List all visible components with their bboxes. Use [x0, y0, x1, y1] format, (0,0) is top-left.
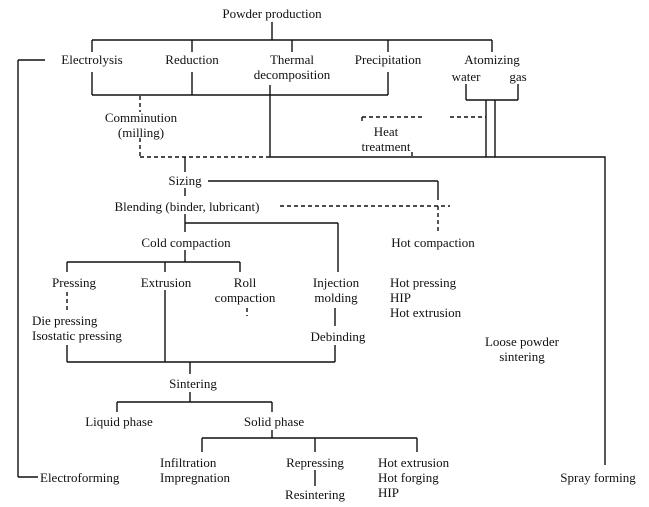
hot-compaction-label: Hot compaction — [391, 235, 475, 250]
reduction-label: Reduction — [165, 52, 219, 67]
electrolysis-label: Electrolysis — [61, 52, 123, 67]
connector — [494, 100, 606, 465]
liquid-phase-label: Liquid phase — [85, 414, 153, 429]
spray-forming-label: Spray forming — [560, 470, 636, 485]
loose-powder-sintering-label: Loose powder sintering — [484, 334, 559, 364]
electroforming-label: Electroforming — [40, 470, 120, 485]
solid-phase-label: Solid phase — [243, 414, 305, 429]
thermal-decomposition-label: Thermal decomposition — [253, 52, 331, 82]
gas-label: gas — [509, 69, 527, 84]
sintering-label: Sintering — [169, 376, 217, 391]
heat-treatment-label: Heat treatment — [361, 124, 411, 154]
resintering-label: Resintering — [285, 487, 345, 502]
die-isostatic-pressing-label: Die pressing Isostatic pressing — [32, 313, 122, 343]
debinding-label: Debinding — [310, 329, 366, 344]
water-label: water — [451, 69, 481, 84]
hot-compaction-methods-label: Hot pressing HIP Hot extrusion — [390, 275, 462, 320]
repressing-label: Repressing — [286, 455, 344, 470]
cold-compaction-label: Cold compaction — [141, 235, 231, 250]
powder-production-label: Powder production — [222, 6, 322, 21]
infiltration-impregnation-label: Infiltration Impregnation — [160, 455, 231, 485]
injection-molding-label: Injection molding — [312, 275, 360, 305]
comminution-label: Comminution (milling) — [104, 110, 178, 140]
hot-post-processing-label: Hot extrusion Hot forging HIP — [378, 455, 450, 500]
blending-label: Blending (binder, lubricant) — [114, 199, 260, 214]
sizing-label: Sizing — [168, 173, 202, 188]
roll-compaction-label: Roll compaction — [214, 275, 276, 305]
atomizing-label: Atomizing — [464, 52, 520, 67]
pressing-label: Pressing — [51, 275, 97, 290]
extrusion-label: Extrusion — [140, 275, 192, 290]
precipitation-label: Precipitation — [354, 52, 422, 67]
